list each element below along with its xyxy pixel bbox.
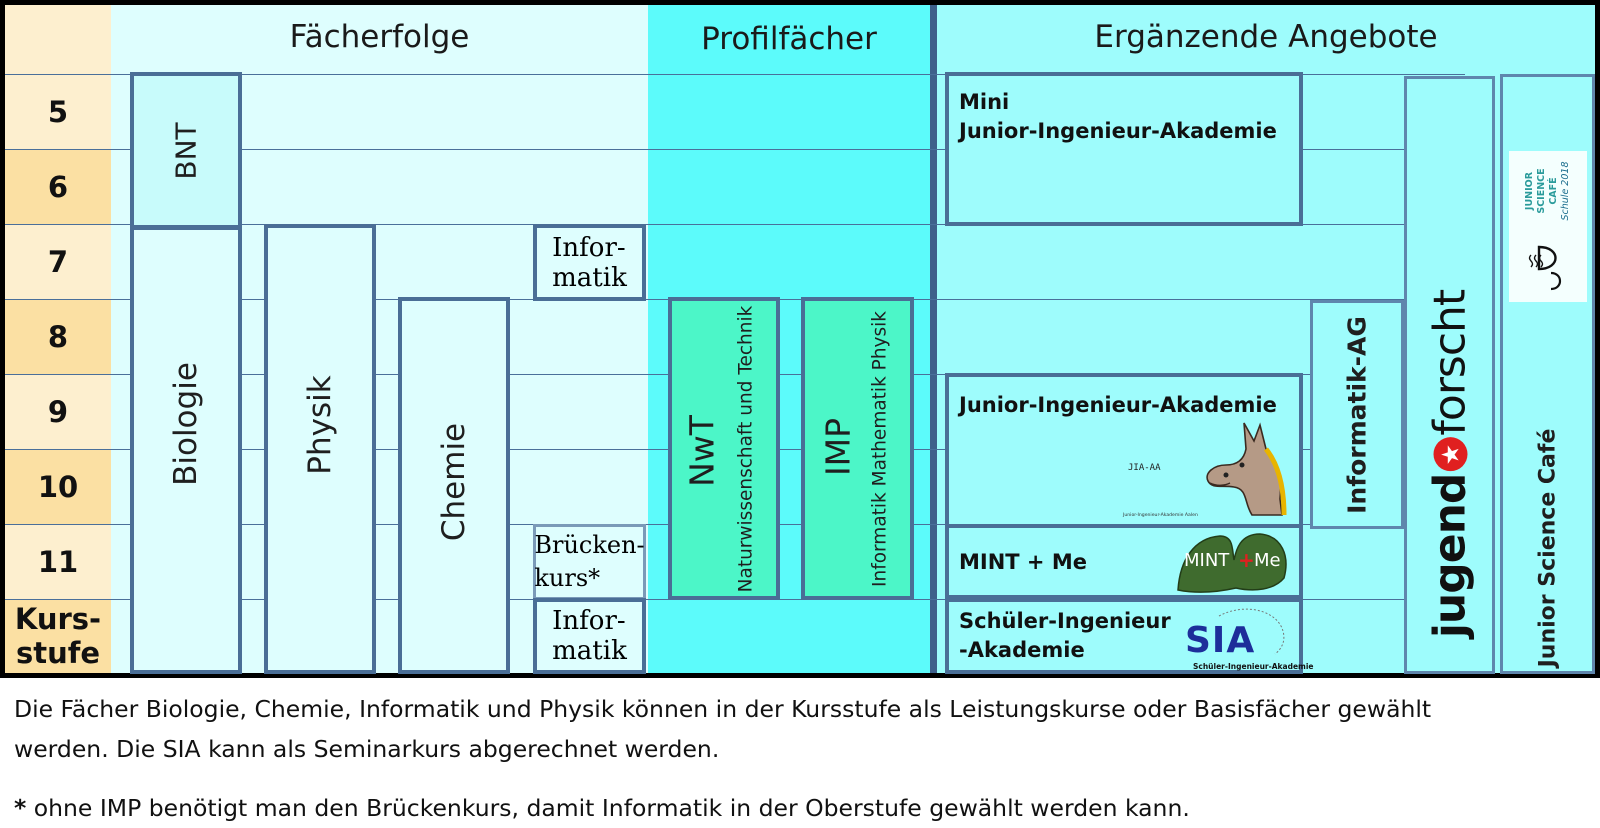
brueckenkurs-label: Brücken- kurs* (534, 531, 645, 592)
sia-logo: SIA Schüler-Ingenieur-Akademie (1179, 604, 1314, 674)
brueckenkurs-box: Brücken- kurs* (533, 524, 646, 600)
grade-11: 11 (5, 524, 111, 599)
mini-jia-label: Mini Junior-Ingenieur-Akademie (959, 90, 1277, 143)
grade-kursstufe: Kurs- stufe (5, 599, 111, 673)
physik-box: Physik (264, 224, 376, 674)
jia-logo-caption: Junior-Ingenieur-Akademie Aalen (1123, 513, 1198, 518)
header-ergaenzend: Ergänzende Angebote (1094, 19, 1438, 55)
note-line-3-text: ohne IMP benötigt man den Brückenkurs, d… (26, 794, 1190, 822)
physik-label: Physik (302, 375, 338, 475)
mint-logo-right: Me (1254, 550, 1281, 571)
mint-logo: MINT + Me (1174, 530, 1292, 594)
sia-logo-caption: Schüler-Ingenieur-Akademie (1193, 662, 1314, 671)
bnt-box: BNT (130, 72, 242, 229)
leaf-icon (1177, 533, 1287, 593)
grid-line (5, 74, 1465, 75)
sia-label: Schüler-Ingenieur -Akademie (959, 609, 1171, 662)
note-line-2: werden. Die SIA kann als Seminarkurs abg… (14, 735, 720, 763)
informatik-box-7: Infor- matik (533, 224, 646, 301)
informatik-label-kursstufe: Infor- matik (552, 606, 627, 666)
jia-label: Junior-Ingenieur-Akademie (959, 393, 1277, 417)
biologie-box: Biologie (130, 226, 242, 674)
biologie-label: Biologie (168, 362, 204, 486)
grade-9: 9 (5, 374, 111, 449)
mint-logo-left: MINT (1184, 550, 1230, 571)
informatik-box-kursstufe: Infor- matik (533, 598, 646, 674)
jsc-logo-script: Schule 2018 (1560, 161, 1571, 221)
jia-logo: JIA-AA Junior-Ingenieur-Akademie Aalen (1123, 419, 1299, 524)
jsc-logo-line: SCIENCE (1536, 168, 1547, 214)
sia-logo-text: SIA (1185, 620, 1256, 661)
imp-abbr: IMP (818, 417, 857, 476)
note-line-1: Die Fächer Biologie, Chemie, Informatik … (14, 695, 1432, 723)
header-faecherfolge: Fächerfolge (289, 19, 470, 55)
informatik-ag-label: Informatik-AG (1342, 315, 1372, 514)
bnt-label: BNT (169, 121, 203, 180)
header-profilfaecher: Profilfächer (701, 21, 877, 57)
donkey-icon (1206, 422, 1287, 516)
grade-7: 7 (5, 224, 111, 299)
informatik-label-7: Infor- matik (552, 232, 627, 293)
jugend-forscht-logo: jugend ★ forscht (1424, 290, 1475, 638)
nwt-full: Naturwissenschaft und Technik (735, 305, 757, 592)
jia-box: Junior-Ingenieur-Akademie JIA-AA Junior-… (945, 373, 1303, 528)
chemie-box: Chemie (398, 297, 510, 674)
mint-logo-plus: + (1238, 548, 1255, 572)
grid-line (5, 149, 1465, 150)
imp-box: IMP Informatik Mathematik Physik (801, 297, 914, 600)
sia-box: Schüler-Ingenieur -Akademie SIA Schüler-… (945, 598, 1314, 674)
curriculum-diagram: Fächerfolge Profilfächer Ergänzende Ange… (0, 0, 1600, 678)
nwt-box: NwT Naturwissenschaft und Technik (668, 297, 780, 600)
grid-line (5, 224, 1465, 225)
jugend-forscht-box: jugend ★ forscht (1404, 76, 1495, 674)
star-icon: ★ (1432, 437, 1467, 472)
mint-box: MINT + Me MINT + Me (945, 524, 1303, 599)
mini-jia-box: Mini Junior-Ingenieur-Akademie (945, 72, 1303, 226)
note-line-3: * ohne IMP benötigt man den Brückenkurs,… (14, 788, 1190, 828)
grade-6: 6 (5, 149, 111, 224)
informatik-ag-box: Informatik-AG (1310, 300, 1404, 529)
jsc-logo-words: JUNIOR SCIENCE CAFÉ Schule 2018 (1524, 162, 1572, 221)
grade-5: 5 (5, 75, 111, 149)
nwt-abbr: NwT (682, 414, 722, 487)
mint-label: MINT + Me (959, 550, 1087, 574)
junior-science-cafe-label: Junior Science Café (1535, 428, 1560, 668)
sia-arc-icon (1218, 608, 1285, 655)
coffee-cup-icon (1528, 245, 1562, 291)
junior-science-cafe-box: JUNIOR SCIENCE CAFÉ Schule 2018 Junior S… (1500, 74, 1595, 674)
grade-10: 10 (5, 449, 111, 524)
column-divider (930, 5, 937, 673)
grade-8: 8 (5, 299, 111, 374)
chemie-label: Chemie (436, 422, 472, 541)
jsc-logo-line: CAFÉ (1548, 177, 1559, 205)
forscht-text: forscht (1424, 289, 1475, 436)
jugend-text: jugend (1424, 473, 1475, 639)
imp-full: Informatik Mathematik Physik (869, 310, 890, 587)
jia-logo-text: JIA-AA (1128, 463, 1161, 473)
note-star: * (14, 794, 27, 822)
jsc-logo: JUNIOR SCIENCE CAFÉ Schule 2018 (1509, 151, 1587, 302)
jsc-logo-line: JUNIOR (1524, 171, 1535, 211)
